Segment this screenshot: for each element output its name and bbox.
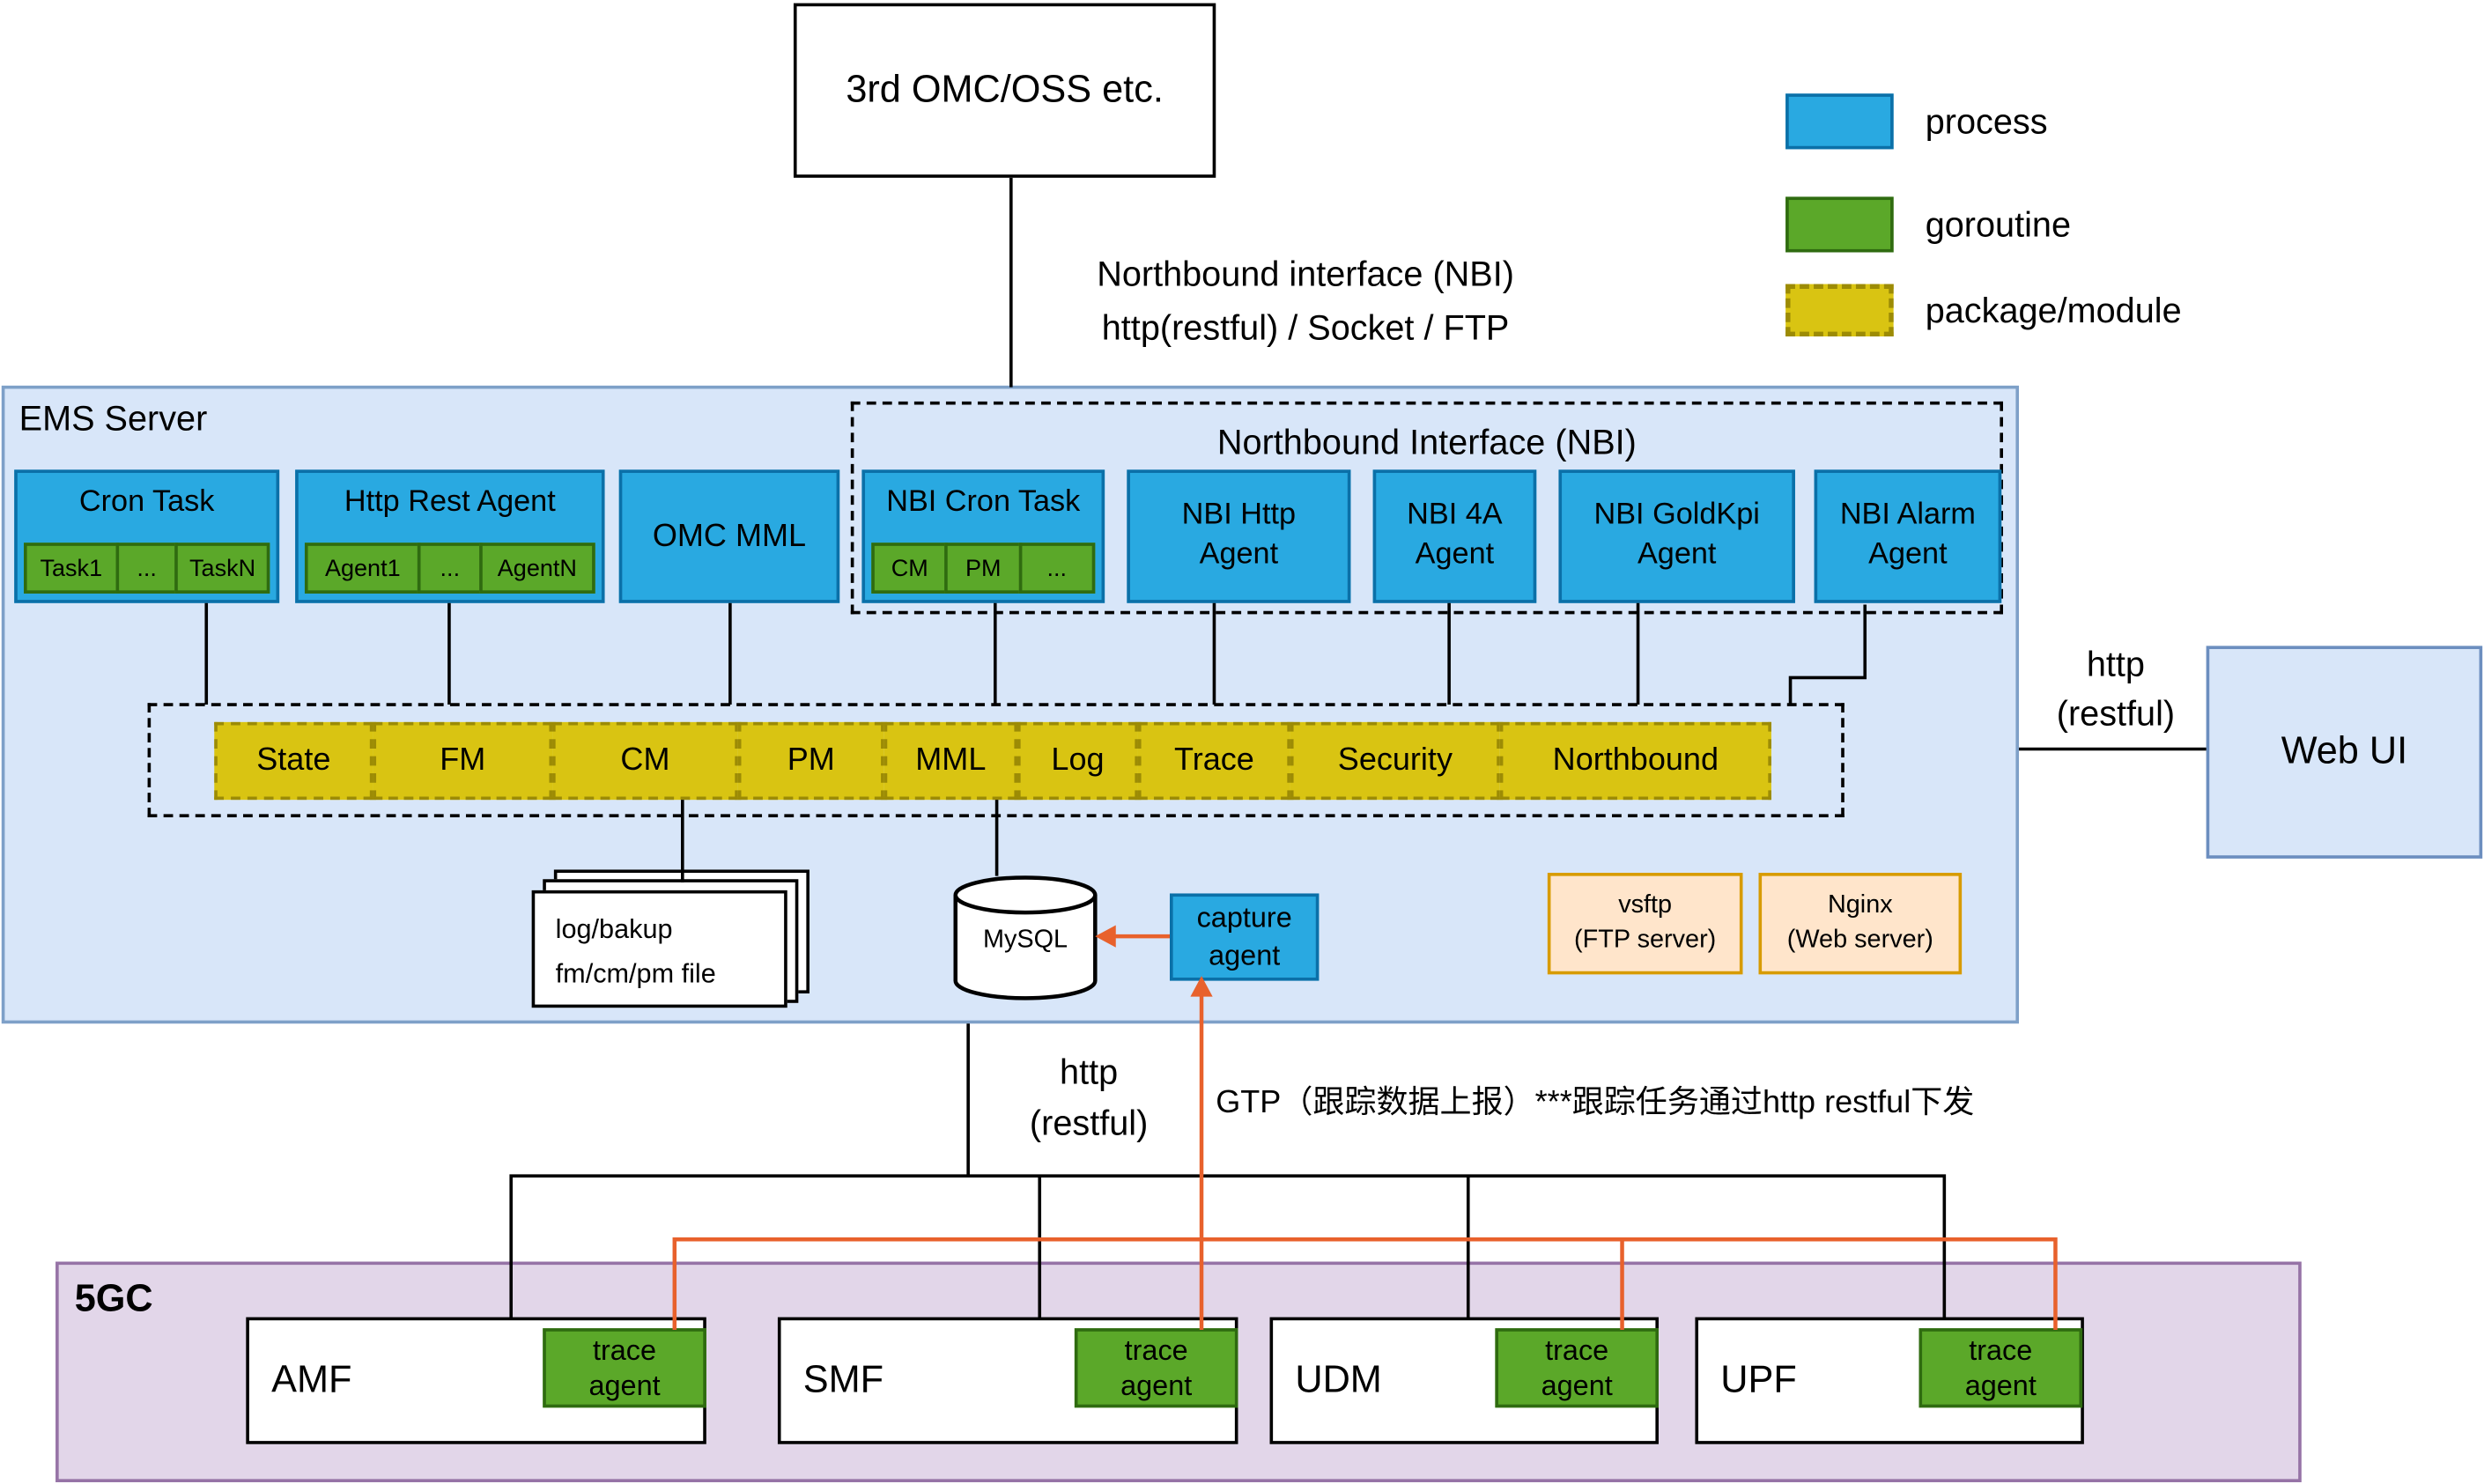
- http-rest-agent-goroutines: Agent1 ... AgentN: [304, 543, 595, 594]
- module-strip: State FM CM PM MML Log Trace Security No…: [214, 721, 1771, 801]
- goroutine-taskn: TaskN: [174, 543, 270, 594]
- nf-upf-label: UPF: [1720, 1358, 1797, 1402]
- package-legend-label: package/module: [1925, 290, 2182, 330]
- external-omc-oss-node: 3rd OMC/OSS etc.: [793, 3, 1216, 178]
- goroutine-agent1: Agent1: [304, 543, 421, 594]
- mysql-database-icon: [953, 875, 1098, 1000]
- upf-trace-agent: trace agent: [1918, 1328, 2083, 1408]
- gtp-label: GTP（跟踪数据上报）***跟踪任务通过http restful下发: [1216, 1085, 1975, 1121]
- nbi-cron-task-goroutines: CM PM ...: [871, 543, 1096, 594]
- module-state: State: [214, 721, 373, 801]
- nf-udm-label: UDM: [1295, 1358, 1382, 1402]
- amf-trace-agent: trace agent: [543, 1328, 706, 1408]
- goroutine-ellipsis: ...: [1018, 543, 1096, 594]
- nf-smf-label: SMF: [802, 1358, 884, 1402]
- module-security: Security: [1290, 721, 1500, 801]
- goroutine-task-ellipsis: ...: [115, 543, 179, 594]
- nbi-cron-task-process: NBI Cron Task CM PM ...: [861, 469, 1105, 603]
- core-5gc-title: 5GC: [74, 1277, 153, 1321]
- process-legend-label: process: [1925, 101, 2048, 142]
- capture-agent-process: capture agent: [1170, 893, 1320, 981]
- webui-link-label: http (restful): [2056, 644, 2176, 734]
- nbi-4a-agent-process: NBI 4A Agent: [1372, 469, 1537, 603]
- nbi-group-title: Northbound Interface (NBI): [1216, 422, 1637, 462]
- file-stack-label: log/bakup fm/cm/pm file: [531, 890, 787, 1008]
- cron-task-process: Cron Task Task1 ... TaskN: [14, 469, 280, 603]
- nf-amf-label: AMF: [271, 1358, 352, 1402]
- goroutine-agent-ellipsis: ...: [418, 543, 483, 594]
- nbi-link-label-line2: http(restful) / Socket / FTP: [1101, 307, 1510, 348]
- goroutine-agentn: AgentN: [479, 543, 595, 594]
- omc-mml-process: OMC MML: [618, 469, 840, 603]
- nbi-goldkpi-agent-process: NBI GoldKpi Agent: [1558, 469, 1795, 603]
- nbi-link-label-line1: Northbound interface (NBI): [1097, 254, 1514, 294]
- module-cm: CM: [552, 721, 738, 801]
- cron-task-title: Cron Task: [78, 485, 215, 520]
- vsftp-server-box: vsftp (FTP server): [1547, 873, 1743, 975]
- web-ui-node: Web UI: [2206, 646, 2483, 859]
- process-legend-swatch-icon: [1785, 93, 1894, 150]
- module-fm: FM: [373, 721, 553, 801]
- http-rest-agent-title: Http Rest Agent: [344, 485, 556, 520]
- goroutine-legend-swatch-icon: [1785, 196, 1894, 253]
- goroutine-pm: PM: [944, 543, 1022, 594]
- nbi-alarm-agent-process: NBI Alarm Agent: [1814, 469, 2002, 603]
- http-rest-agent-process: Http Rest Agent Agent1 ... AgentN: [295, 469, 605, 603]
- cron-task-goroutines: Task1 ... TaskN: [24, 543, 270, 594]
- ems-server-title: EMS Server: [18, 398, 208, 439]
- mysql-label: MySQL: [982, 927, 1068, 954]
- smf-trace-agent: trace agent: [1074, 1328, 1238, 1408]
- south-http-label: http (restful): [1029, 1052, 1149, 1143]
- nbi-cron-task-title: NBI Cron Task: [886, 485, 1081, 520]
- package-legend-swatch-icon: [1785, 284, 1894, 337]
- module-trace: Trace: [1137, 721, 1290, 801]
- goroutine-legend-label: goroutine: [1925, 204, 2072, 245]
- nginx-server-box: Nginx (Web server): [1758, 873, 1963, 975]
- goroutine-cm: CM: [871, 543, 949, 594]
- goroutine-task1: Task1: [24, 543, 119, 594]
- module-pm: PM: [737, 721, 884, 801]
- udm-trace-agent: trace agent: [1495, 1328, 1659, 1408]
- nbi-link-label: Northbound interface (NBI) http(restful)…: [1024, 247, 1587, 356]
- nbi-http-agent-process: NBI Http Agent: [1127, 469, 1351, 603]
- module-northbound: Northbound: [1499, 721, 1771, 801]
- module-log: Log: [1017, 721, 1138, 801]
- module-mml: MML: [883, 721, 1018, 801]
